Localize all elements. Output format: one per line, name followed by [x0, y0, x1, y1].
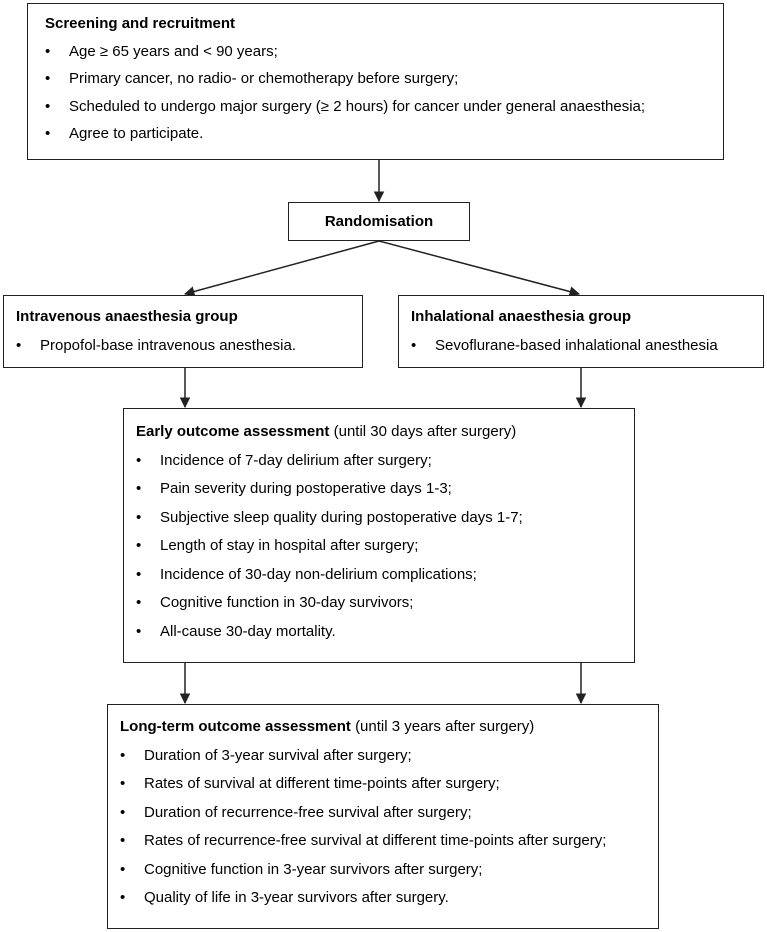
list-item: Quality of life in 3-year survivors afte… [120, 888, 658, 908]
screening-title: Screening and recruitment [45, 15, 236, 32]
inhalational-group-title: Inhalational anaesthesia group [411, 308, 632, 325]
arrow-randomisation-to-intravenous [183, 240, 380, 297]
intravenous-group-list: Propofol-base intravenous anesthesia. [16, 336, 362, 356]
list-item: Subjective sleep quality during postoper… [136, 508, 634, 528]
long-term-outcome-box: Long-term outcome assessment (until 3 ye… [107, 704, 659, 929]
list-item: Cognitive function in 30-day survivors; [136, 593, 634, 613]
intravenous-group-box: Intravenous anaesthesia group Propofol-b… [3, 295, 363, 368]
early-outcome-title: Early outcome assessment [136, 423, 330, 440]
list-item: Duration of recurrence-free survival aft… [120, 803, 658, 823]
screening-list: Age ≥ 65 years and < 90 years; Primary c… [45, 42, 723, 145]
long-term-outcome-list: Duration of 3-year survival after surger… [120, 746, 658, 909]
list-item: Rates of survival at different time-poin… [120, 774, 658, 794]
long-term-outcome-title: Long-term outcome assessment [120, 718, 351, 735]
inhalational-group-box: Inhalational anaesthesia group Sevoflura… [398, 295, 764, 368]
long-term-outcome-period: (until 3 years after surgery) [355, 718, 535, 735]
list-item: Incidence of 7-day delirium after surger… [136, 451, 634, 471]
list-item: Age ≥ 65 years and < 90 years; [45, 42, 723, 62]
list-item: Pain severity during postoperative days … [136, 479, 634, 499]
list-item: Sevoflurane-based inhalational anesthesi… [411, 336, 763, 356]
screening-box: Screening and recruitment Age ≥ 65 years… [27, 3, 724, 160]
randomisation-box: Randomisation [288, 202, 470, 241]
randomisation-label: Randomisation [324, 212, 434, 230]
list-item: Length of stay in hospital after surgery… [136, 536, 634, 556]
list-item: All-cause 30-day mortality. [136, 622, 634, 642]
inhalational-group-list: Sevoflurane-based inhalational anesthesi… [411, 336, 763, 356]
early-outcome-heading: Early outcome assessment (until 30 days … [136, 422, 634, 442]
early-outcome-period: (until 30 days after surgery) [333, 423, 517, 440]
list-item: Duration of 3-year survival after surger… [120, 746, 658, 766]
list-item: Scheduled to undergo major surgery (≥ 2 … [45, 97, 723, 117]
long-term-outcome-heading: Long-term outcome assessment (until 3 ye… [120, 717, 658, 737]
list-item: Agree to participate. [45, 124, 723, 144]
list-item: Rates of recurrence-free survival at dif… [120, 831, 658, 851]
list-item: Cognitive function in 3-year survivors a… [120, 860, 658, 880]
intravenous-group-title: Intravenous anaesthesia group [16, 308, 238, 325]
list-item: Primary cancer, no radio- or chemotherap… [45, 69, 723, 89]
list-item: Incidence of 30-day non-delirium complic… [136, 565, 634, 585]
list-item: Propofol-base intravenous anesthesia. [16, 336, 362, 356]
early-outcome-list: Incidence of 7-day delirium after surger… [136, 451, 634, 642]
early-outcome-box: Early outcome assessment (until 30 days … [123, 408, 635, 663]
arrow-randomisation-to-inhalational [378, 240, 581, 297]
